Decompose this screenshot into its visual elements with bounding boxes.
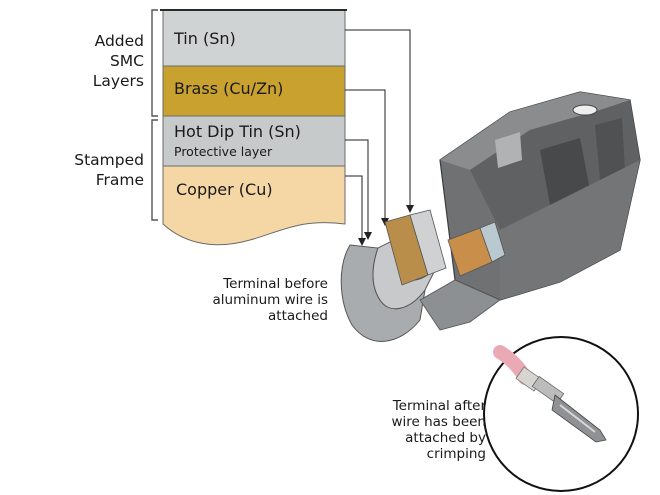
caption-before-line-2: aluminum wire is [212, 292, 328, 308]
stamped-line-1: Stamped [74, 151, 144, 169]
caption-after-line-4: crimping [426, 446, 486, 462]
layer-hot-dip-tin [162, 115, 346, 167]
layer-copper [162, 165, 346, 246]
caption-before-line-3: attached [268, 308, 328, 324]
layer-label-hot-dip-tin: Hot Dip Tin (Sn) [174, 122, 301, 141]
bracket-stamped [151, 119, 158, 221]
terminal-illustration [340, 91, 641, 342]
caption-after: Terminal after wire has been attached by… [360, 398, 486, 462]
added-line-3: Layers [92, 72, 144, 90]
bracket-added [151, 9, 158, 117]
caption-after-line-3: attached by [405, 430, 486, 446]
layer-tin [162, 9, 346, 67]
group-label-stamped: Stamped Frame [60, 150, 144, 190]
caption-after-line-2: wire has been [391, 414, 486, 430]
layer-brass [162, 65, 346, 117]
crimped-wire-inset [483, 336, 639, 492]
leader-lines [345, 29, 411, 238]
stamped-line-2: Frame [95, 171, 144, 189]
layer-label-brass: Brass (Cu/Zn) [174, 79, 284, 98]
group-label-added: Added SMC Layers [70, 31, 144, 91]
layer-sublabel-protective: Protective layer [174, 144, 273, 159]
caption-before-line-1: Terminal before [223, 276, 328, 292]
layer-label-tin: Tin (Sn) [174, 29, 236, 48]
layer-label-copper: Copper (Cu) [176, 180, 273, 199]
added-line-1: Added [94, 32, 144, 50]
added-line-2: SMC [109, 52, 144, 70]
caption-after-line-1: Terminal after [392, 398, 486, 414]
caption-before: Terminal before aluminum wire is attache… [200, 276, 328, 324]
